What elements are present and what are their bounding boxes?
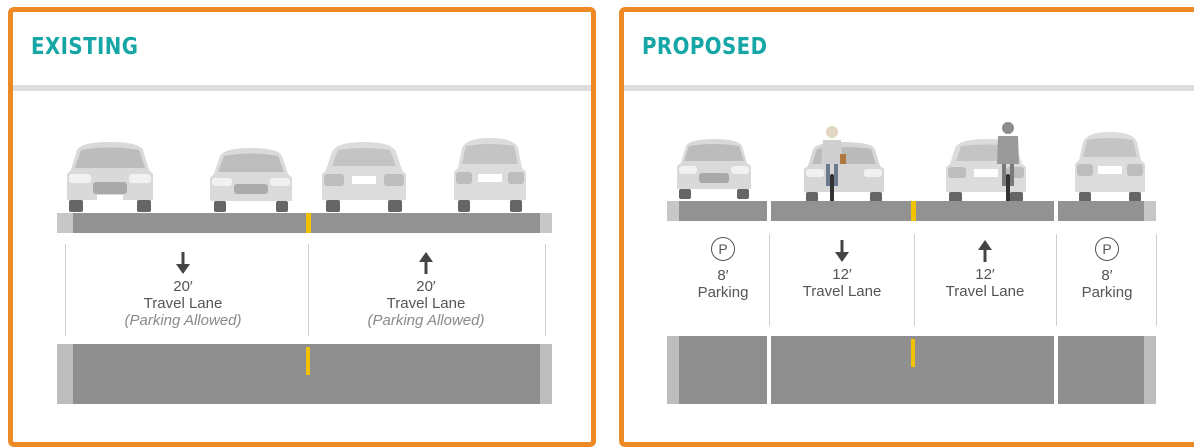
lane-label: 12′ Travel Lane [772,240,912,300]
existing-title: EXISTING [31,34,139,60]
plan-curb [667,336,679,404]
car-front-icon [61,140,159,212]
lane-divider [1156,234,1157,326]
lane-divider [1056,234,1057,326]
lane-width: 8′ [1101,267,1113,284]
lane-divider [65,244,66,336]
lane-name: Travel Lane [386,295,466,312]
lane-width: 20′ [173,278,193,295]
car-front-icon [672,137,756,199]
lane-divider [545,244,546,336]
lane-label: 20′ Travel Lane (Parking Allowed) [73,252,293,329]
lane-divider [914,234,915,326]
lane-name: Parking [697,284,749,301]
center-line [911,339,915,367]
lane-stripe [767,336,771,404]
plan-curb [540,344,552,404]
arrow-up-icon [419,252,433,274]
proposed-panel: PROPOSED [619,7,1194,447]
lane-stripe [767,201,771,221]
title-divider [624,85,1194,91]
title-divider [13,85,591,91]
lane-stripe [1054,336,1058,404]
lane-name: Travel Lane [143,295,223,312]
center-line [306,213,311,233]
lane-stripe [1054,201,1058,221]
curb [1144,201,1156,221]
arrow-up-icon [978,240,992,262]
lane-divider [769,234,770,326]
lane-label: 20′ Travel Lane (Parking Allowed) [315,252,537,329]
arrow-down-icon [835,240,849,262]
car-rear-icon [318,140,410,212]
car-front-icon [206,146,296,212]
lane-label: P 8′ Parking [1060,237,1154,301]
lane-width: 12′ [975,266,995,283]
arrow-down-icon [176,252,190,274]
car-rear-icon [1071,130,1149,202]
lane-width: 8′ [717,267,729,284]
lane-name: Travel Lane [945,283,1025,300]
center-line [306,347,310,375]
lane-width: 12′ [832,266,852,283]
plan-curb [1144,336,1156,404]
curb [57,213,73,233]
plan-curb [57,344,73,404]
lane-label: 12′ Travel Lane [917,240,1053,300]
curb [667,201,679,221]
lane-name: Parking [1081,284,1133,301]
center-line [911,201,916,221]
car-rear-icon [450,136,530,212]
cyclist-icon [994,120,1022,206]
lane-width: 20′ [416,278,436,295]
lane-label: P 8′ Parking [679,237,767,301]
lane-note: (Parking Allowed) [124,312,242,329]
cyclist-icon [817,124,847,206]
lane-divider [308,244,309,336]
proposed-title: PROPOSED [642,34,768,60]
parking-icon: P [1095,237,1119,261]
lane-name: Travel Lane [802,283,882,300]
lane-note: (Parking Allowed) [367,312,485,329]
parking-icon: P [711,237,735,261]
curb [540,213,552,233]
existing-panel: EXISTING [8,7,596,447]
